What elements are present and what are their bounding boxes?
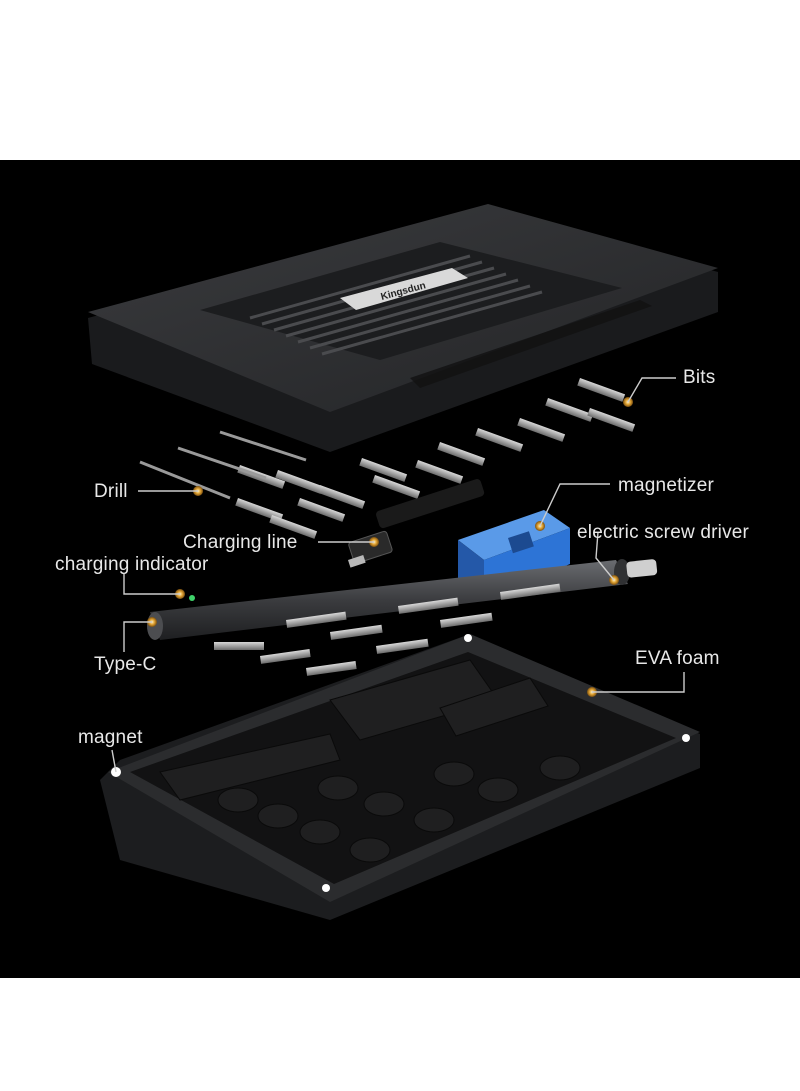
case-lid: Kingsdun bbox=[88, 204, 718, 452]
label-magnetizer: magnetizer bbox=[618, 475, 714, 496]
product-photo: Kingsdun bbox=[0, 160, 800, 978]
bits-lower bbox=[214, 583, 561, 676]
callout-lines bbox=[111, 377, 685, 773]
label-bits: Bits bbox=[683, 367, 716, 388]
drill-bits bbox=[139, 430, 307, 500]
label-charging-line: Charging line bbox=[183, 532, 298, 553]
charging-indicator-led bbox=[189, 595, 195, 601]
label-magnet: magnet bbox=[78, 727, 143, 748]
bits-group bbox=[235, 377, 636, 539]
exploded-view-illustration: Kingsdun bbox=[88, 204, 718, 920]
case-base bbox=[100, 634, 700, 920]
label-charging-indicator: charging indicator bbox=[55, 554, 209, 575]
brand-plate bbox=[340, 268, 468, 310]
label-type-c: Type-C bbox=[94, 654, 157, 675]
label-electric-screw-driver: electric screw driver bbox=[577, 522, 750, 543]
electric-screwdriver bbox=[147, 559, 658, 640]
charging-cable bbox=[348, 479, 485, 568]
label-eva-foam: EVA foam bbox=[635, 648, 720, 669]
label-drill: Drill bbox=[94, 481, 128, 502]
